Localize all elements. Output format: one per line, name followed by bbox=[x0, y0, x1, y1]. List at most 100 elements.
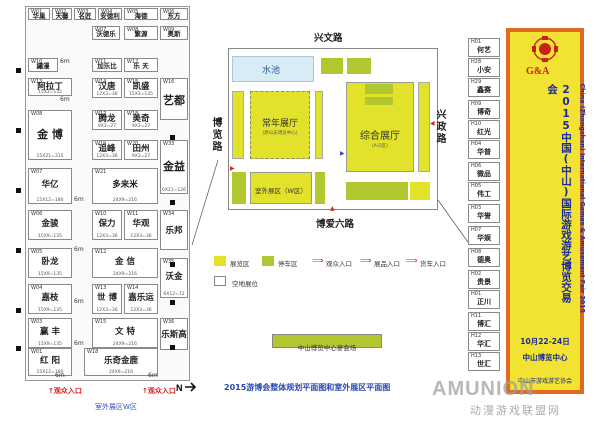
booth-id: W35 bbox=[163, 259, 175, 265]
booth-id: H28 bbox=[471, 59, 482, 65]
booth-name: 贵景 bbox=[477, 278, 491, 286]
booth-id: W11 bbox=[95, 59, 107, 65]
booth-id: H13 bbox=[471, 353, 482, 359]
booth-id: H08 bbox=[471, 249, 482, 255]
boundary-marker bbox=[16, 248, 21, 253]
booth-name: 微品 bbox=[477, 170, 491, 178]
booth-size: 15X12=180 bbox=[36, 370, 64, 375]
red-arrow-icon: ⟹ bbox=[406, 256, 418, 265]
booth-id: W13 bbox=[95, 285, 107, 291]
booth-name: 多来米 bbox=[112, 179, 138, 190]
booth-id: W01 bbox=[31, 349, 43, 355]
meeting-room: 中山博览中心宴会场 bbox=[272, 334, 382, 352]
exhibit-strip bbox=[418, 82, 430, 172]
booth-size: 24X9=216 bbox=[112, 272, 138, 277]
booth-name: 华普 bbox=[477, 148, 491, 156]
spacing-label: 6m bbox=[55, 372, 65, 379]
booth-size: 6X12=72 bbox=[163, 292, 185, 297]
plan-title: 2015游博会整体规划平面图和室外展区平面图 bbox=[224, 383, 391, 392]
booth-name: 嘉乐运 bbox=[128, 292, 154, 303]
road-xingwen: 兴文路 bbox=[314, 33, 343, 44]
booth-size: 12X3=36 bbox=[96, 154, 118, 159]
red-arrow-icon: ⟹ bbox=[312, 256, 324, 265]
meeting-room-label: 中山博览中心宴会场 bbox=[297, 344, 357, 352]
booth-name: 海德 bbox=[134, 12, 148, 20]
booth-id: W06 bbox=[31, 211, 43, 217]
booth-id: W07 bbox=[95, 27, 107, 33]
legend-exhibit-entry: 展品入口 bbox=[374, 260, 400, 268]
blue-arrow-icon: ⟹ bbox=[360, 256, 372, 265]
exhibit-strip bbox=[315, 91, 323, 159]
changnian-hall: 常年展厅 (原山东博览中心) bbox=[250, 91, 310, 159]
booth-size: 12X3=36 bbox=[130, 308, 152, 313]
booth-id: W15 bbox=[95, 319, 107, 325]
spacing-label: 6m bbox=[74, 340, 84, 347]
boundary-marker bbox=[16, 188, 21, 193]
booth-id: W18 bbox=[87, 349, 99, 355]
visitor-entry-left: ↑观众入口 bbox=[48, 387, 82, 395]
booth-id: H11 bbox=[471, 313, 482, 319]
booth-name: 赢 丰 bbox=[40, 326, 60, 337]
booth-id: W36 bbox=[163, 319, 175, 325]
booth-id: H01 bbox=[471, 39, 482, 45]
booth-id: W04 bbox=[101, 9, 113, 15]
booth-size: 15X9=135 bbox=[37, 234, 63, 239]
logo-text: G&A bbox=[526, 66, 550, 77]
legend-exhibit-swatch bbox=[214, 256, 226, 266]
booth-name: 红 阳 bbox=[40, 355, 60, 366]
booth-name: 金 信 bbox=[115, 256, 135, 267]
booth-id: H29 bbox=[471, 79, 482, 85]
booth-name: 加乐比 bbox=[97, 62, 117, 70]
banner-venue: 中山博览中心 bbox=[522, 353, 568, 362]
red-arrow-icon: ◀ bbox=[430, 120, 435, 127]
booth-id: W18 bbox=[127, 111, 139, 117]
booth-size: 15X9=135 bbox=[37, 342, 63, 347]
booth-name: 天馨 bbox=[55, 12, 69, 20]
booth-id: W01 bbox=[31, 9, 43, 15]
booth-id: W12 bbox=[95, 249, 107, 255]
legend-parking: 停车区 bbox=[278, 260, 298, 268]
booth-id: W33 bbox=[163, 141, 175, 147]
booth-name: 繡漫 bbox=[36, 62, 50, 70]
booth-name: 乐 天 bbox=[133, 62, 149, 70]
booth-name: 卧龙 bbox=[41, 256, 59, 267]
booth-id: W03 bbox=[77, 9, 89, 15]
booth-size: 15X3=135 bbox=[37, 90, 63, 95]
zonghe-hall-sub: (A-D区) bbox=[371, 144, 389, 149]
outdoor-area-label: 室外展区W区 bbox=[95, 403, 137, 411]
booth-name: 华亿 bbox=[41, 179, 59, 190]
boundary-marker bbox=[170, 300, 175, 305]
booth-name: 金益 bbox=[163, 159, 185, 173]
booth-id: H04 bbox=[471, 141, 482, 147]
booth-id: H12 bbox=[471, 333, 482, 339]
booth-size: 12X3=36 bbox=[130, 234, 152, 239]
svg-text:N: N bbox=[176, 383, 183, 393]
booth-id: H05 bbox=[471, 183, 482, 189]
booth-size: 12X3=36 bbox=[96, 234, 118, 239]
connector-lines bbox=[191, 159, 471, 246]
booth-id: W03 bbox=[31, 319, 43, 325]
water-pool-label: 水池 bbox=[262, 66, 281, 76]
spacing-label: 6m bbox=[60, 58, 70, 65]
booth-name: 华誉 bbox=[477, 212, 491, 220]
booth-id: W06 bbox=[163, 9, 175, 15]
parking-area bbox=[346, 57, 372, 75]
booth-name: 乐邦 bbox=[165, 225, 183, 236]
